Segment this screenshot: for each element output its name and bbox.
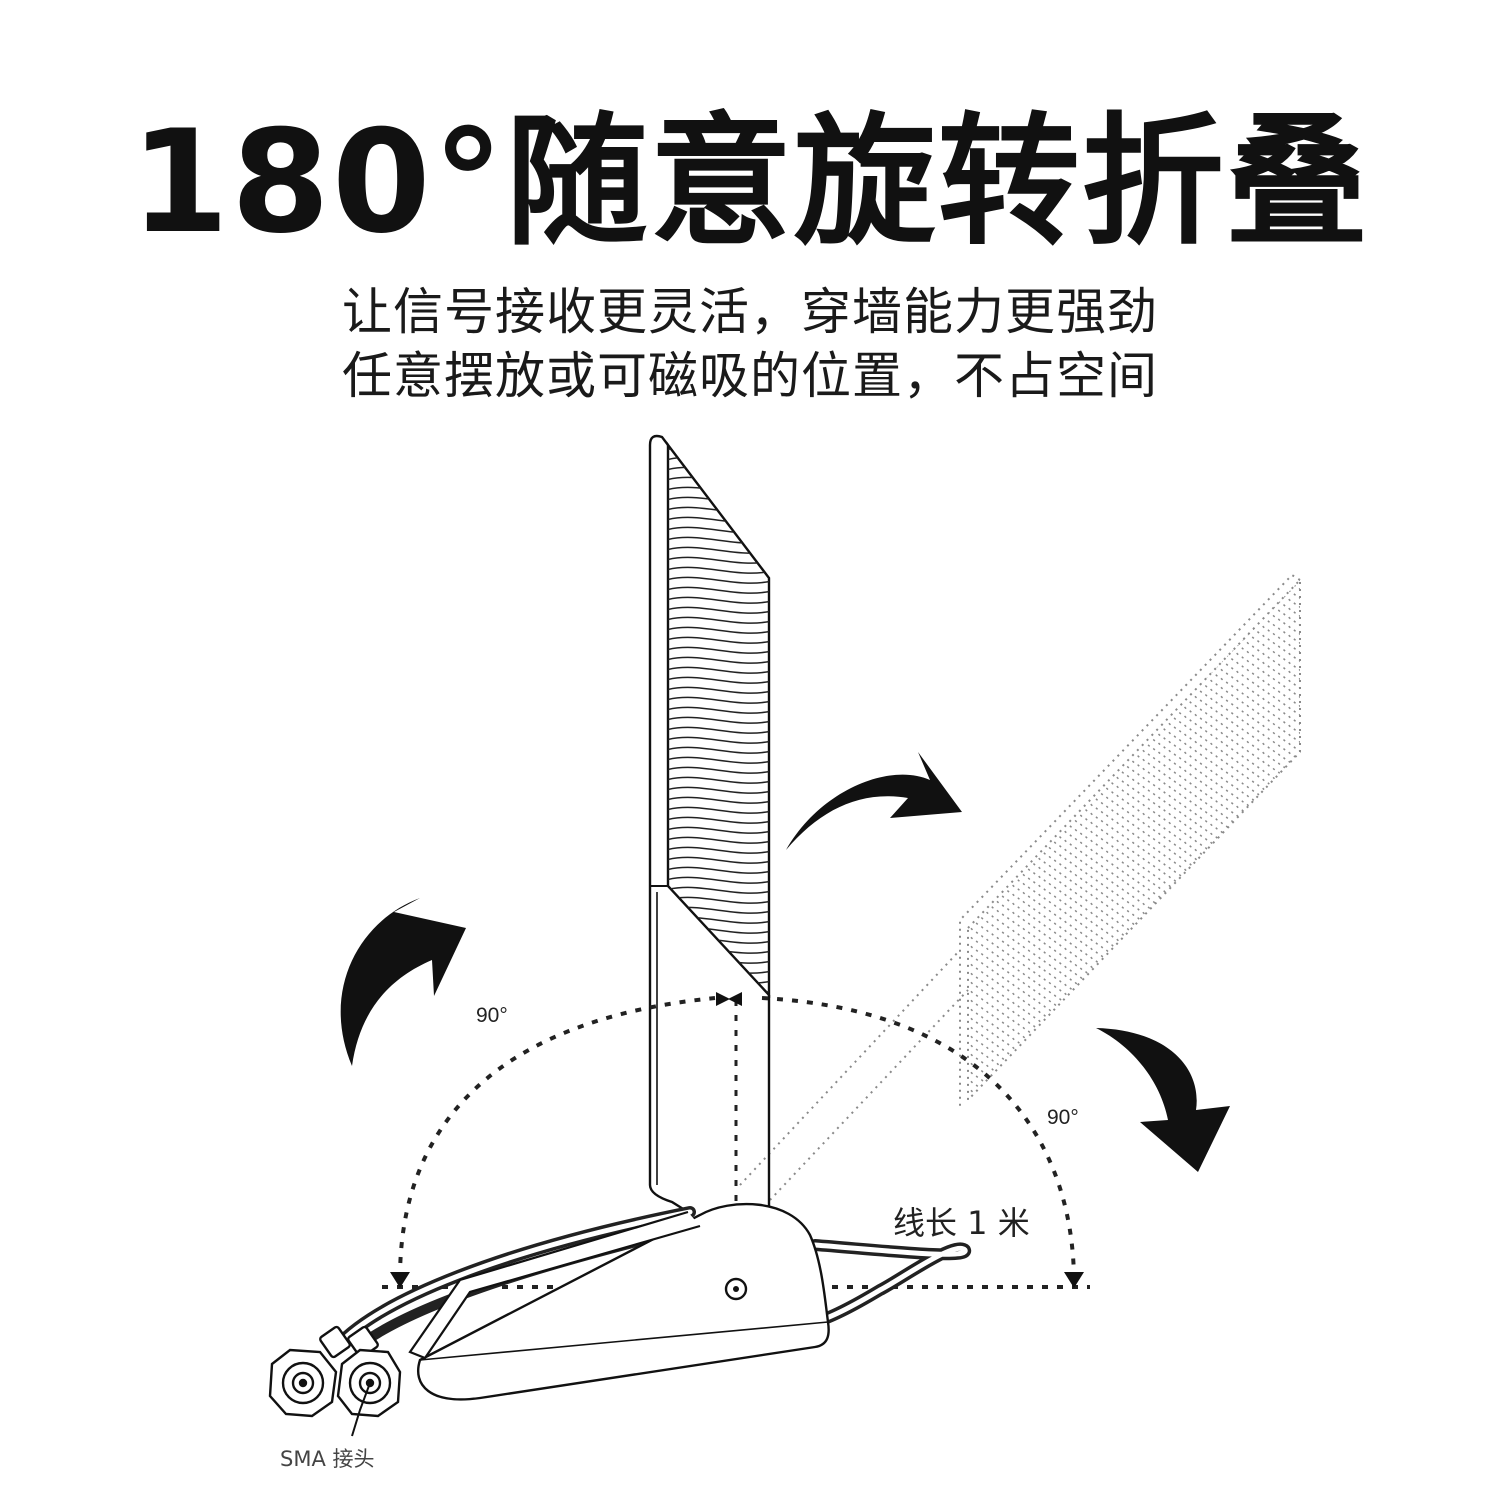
ghost-hatch-line (968, 613, 1300, 963)
ghost-hatch-line (968, 685, 1300, 1035)
antenna-hatch-line (668, 596, 769, 604)
curved-arrow-icon (340, 752, 1230, 1172)
cable-length-label: 线长 1 米 (893, 1204, 1030, 1242)
ghost-hatch-line (968, 622, 1300, 972)
pivot-icon (724, 1277, 748, 1301)
subtitle-line-1: 让信号接收更灵活，穿墙能力更强劲 (342, 283, 1158, 341)
antenna-hatch-line (668, 666, 769, 674)
antenna-hatch-line (668, 886, 769, 894)
antenna-hatch-line (668, 566, 769, 574)
antenna-hatch-line (668, 736, 769, 744)
ghost-hatch-line (968, 631, 1300, 981)
antenna-hatch-line (668, 836, 769, 844)
connector-label: SMA 接头 (280, 1447, 375, 1471)
ghost-hatch-line (968, 712, 1300, 1062)
antenna-hatch-line (668, 696, 769, 704)
ghost-hatch-line (968, 649, 1300, 999)
ghost-hatch-line (968, 730, 1300, 1080)
antenna-base (408, 1202, 830, 1401)
sma-connector-icon (268, 1325, 402, 1418)
antenna-hatch-line (668, 746, 769, 754)
antenna-hatch-line (668, 586, 769, 594)
antenna-hatch-line (668, 986, 769, 994)
ghost-hatch-line (968, 721, 1300, 1071)
angle-label-right: 90° (1047, 1106, 1079, 1129)
antenna-hatch-line (668, 716, 769, 724)
ghost-hatch-line (968, 766, 1300, 1100)
connector-leader-line (351, 1382, 371, 1437)
page-title: 180°随意旋转折叠 (130, 100, 1370, 265)
ghost-hatch-line (968, 640, 1300, 990)
antenna-hatch-line (668, 756, 769, 764)
folded-antenna-ghost (739, 573, 1301, 1201)
antenna-hatch-line (668, 626, 769, 634)
antenna-hatch-line (668, 866, 769, 874)
ghost-hatch-line (968, 703, 1300, 1053)
ghost-hatch-line (968, 676, 1300, 1026)
ghost-hatch-line (968, 580, 1300, 927)
antenna-hatch-line (668, 816, 769, 824)
antenna-hatch-line (668, 766, 769, 774)
angle-label-left: 90° (476, 1004, 508, 1027)
antenna-hatch-line (668, 776, 769, 784)
antenna-hatch-line (668, 806, 769, 814)
ghost-hatch-line (968, 694, 1300, 1044)
antenna-hatch-line (668, 706, 769, 714)
upright-antenna (648, 434, 772, 1214)
antenna-hatch-line (668, 676, 769, 684)
ghost-hatch-line (968, 586, 1300, 936)
antenna-hatch-line (668, 606, 769, 614)
antenna-hatch-line (668, 826, 769, 834)
antenna-hatch-line (666, 437, 772, 443)
ghost-hatch-line (968, 667, 1300, 1017)
antenna-hatch-line (668, 786, 769, 794)
subtitle-line-2: 任意摆放或可磁吸的位置，不占空间 (342, 347, 1158, 405)
arc-arrowheads (390, 992, 1084, 1288)
antenna-hatch-line (668, 646, 769, 654)
antenna-hatch-line (668, 656, 769, 664)
ghost-hatch-line (968, 658, 1300, 1008)
antenna-hatch-line (668, 686, 769, 694)
antenna-hatch-line (668, 576, 769, 584)
antenna-hatch-line (668, 796, 769, 804)
antenna-hatch-line (668, 636, 769, 644)
ghost-hatch-line (968, 595, 1300, 945)
ghost-hatch-line (968, 604, 1300, 954)
antenna-hatch-line (668, 726, 769, 734)
antenna-hatch-line (668, 616, 769, 624)
antenna-hatch-line (668, 856, 769, 864)
antenna-hatch-line (668, 446, 769, 454)
antenna-hatch-line (668, 876, 769, 884)
antenna-hatch-line (668, 846, 769, 854)
